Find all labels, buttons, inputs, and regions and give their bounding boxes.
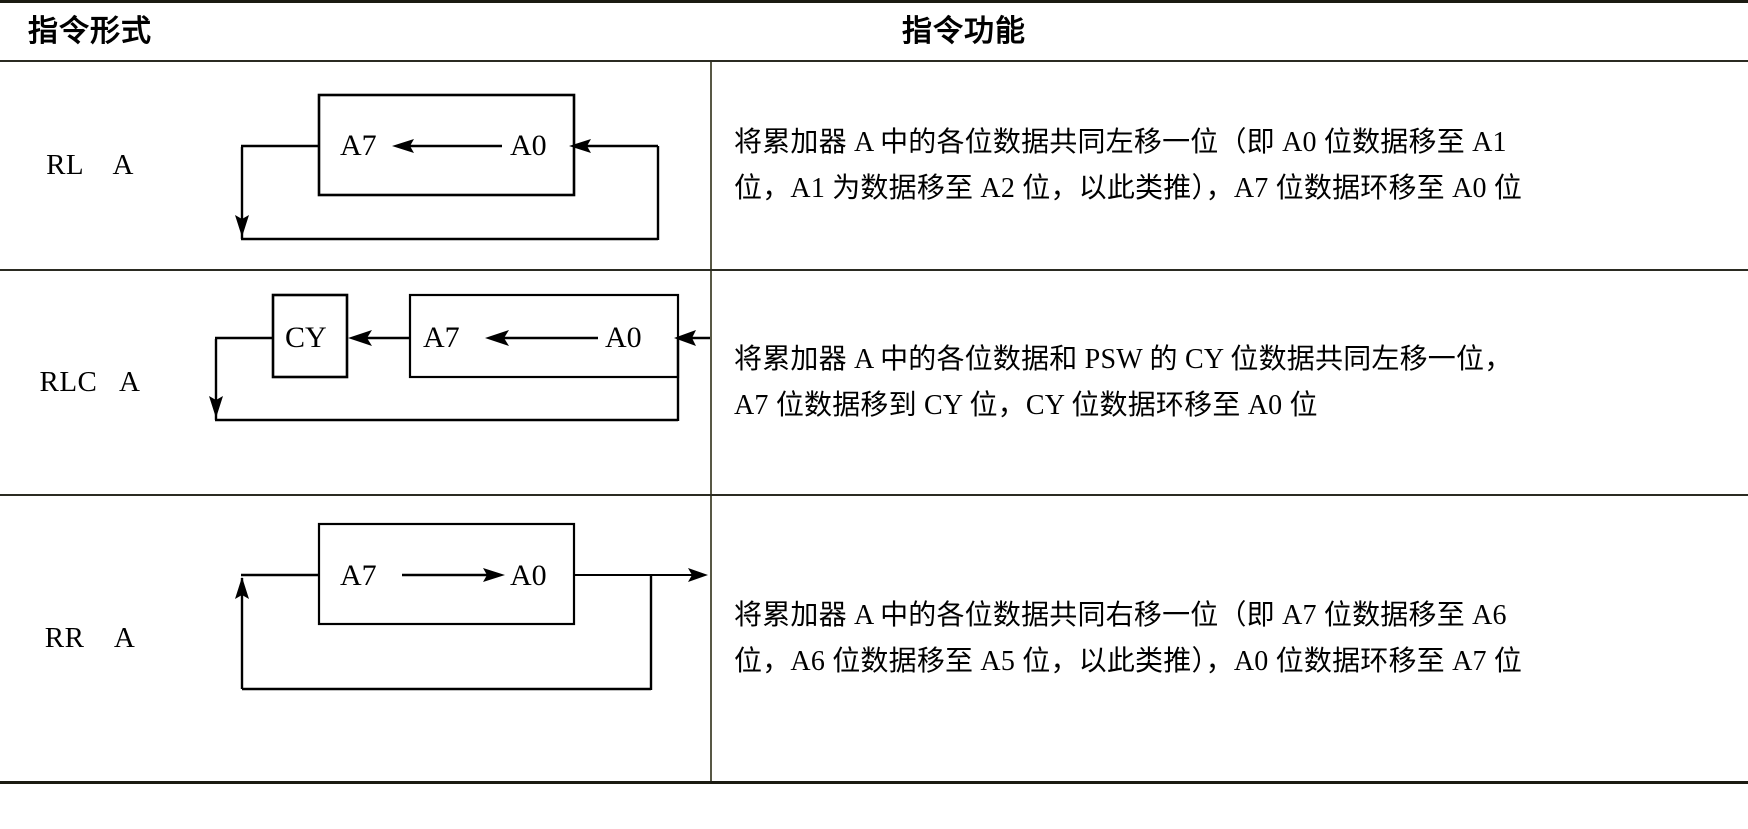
loop-arrowhead-up — [235, 577, 249, 599]
carry-box — [271, 293, 349, 379]
table-body: RL A A7 A0 — [0, 61, 1748, 783]
function-cell-rl: A7 A0 — [180, 61, 1748, 270]
description-line: 将累加器 A 中的各位数据和 PSW 的 CY 位数据共同左移一位， — [734, 344, 1513, 376]
function-cell-rr: A7 A0 — [180, 495, 1748, 783]
carry-out-arrowhead — [688, 568, 708, 582]
carry-in-arrowhead — [674, 330, 696, 346]
header-row: 指令形式 指令功能 — [0, 1, 1748, 62]
function-cell-rlc: CY A7 A0 — [180, 270, 1748, 495]
rotate-right-diagram: A7 A0 — [235, 522, 708, 691]
description-line: 将累加器 A 中的各位数据共同左移一位（即 A0 位数据移至 A1 — [734, 127, 1507, 159]
rotate-left-carry-diagram: CY A7 A0 — [209, 293, 710, 422]
label-a0: A0 — [510, 129, 547, 162]
rotate-left-diagram: A7 A0 — [235, 93, 660, 241]
header-instruction-function: 指令功能 — [902, 15, 1026, 48]
label-a7: A7 — [340, 129, 377, 162]
inner-shift-arrowhead — [392, 139, 414, 153]
header-instruction-form: 指令形式 — [28, 15, 152, 48]
inner-shift-arrowhead — [485, 330, 509, 346]
diagram-rlc-a: CY A7 A0 — [180, 271, 710, 494]
diagram-rl-a: A7 A0 — [180, 62, 710, 269]
label-cy: CY — [285, 321, 327, 354]
table-row: RL A A7 A0 — [0, 61, 1748, 270]
loop-arrowhead-down — [209, 396, 223, 418]
a7-to-cy-arrowhead — [348, 330, 372, 346]
label-a7: A7 — [423, 321, 460, 354]
description-rlc-a: 将累加器 A 中的各位数据和 PSW 的 CY 位数据共同左移一位， A7 位数… — [710, 271, 1748, 494]
description-rr-a: 将累加器 A 中的各位数据共同右移一位（即 A7 位数据移至 A6 位，A6 位… — [710, 496, 1748, 781]
label-a0: A0 — [510, 559, 547, 592]
accumulator-box — [408, 293, 680, 379]
instruction-form-rl: RL A — [46, 149, 134, 181]
table-row: RLC A CY A7 A0 — [0, 270, 1748, 495]
label-a0: A0 — [605, 321, 642, 354]
instruction-table: 指令形式 指令功能 RL A A7 — [0, 1, 1748, 783]
description-line: 将累加器 A 中的各位数据共同右移一位（即 A7 位数据移至 A6 — [734, 600, 1507, 632]
instruction-form-rlc: RLC A — [39, 366, 141, 398]
carry-in-arrowhead — [569, 139, 591, 153]
description-line: A7 位数据移到 CY 位，CY 位数据环移至 A0 位 — [734, 389, 1318, 421]
description-line: 位，A6 位数据移至 A5 位，以此类推），A0 位数据环移至 A7 位 — [734, 645, 1523, 677]
label-a7: A7 — [340, 559, 377, 592]
loop-arrowhead-down — [235, 215, 249, 237]
description-line: 位，A1 为数据移至 A2 位，以此类推），A7 位数据环移至 A0 位 — [734, 172, 1523, 204]
diagram-rr-a: A7 A0 — [180, 496, 710, 781]
description-rl-a: 将累加器 A 中的各位数据共同左移一位（即 A0 位数据移至 A1 位，A1 为… — [710, 62, 1748, 269]
instruction-form-rr: RR A — [44, 622, 136, 654]
inner-shift-arrowhead — [483, 568, 505, 582]
table-header: 指令形式 指令功能 — [0, 1, 1748, 62]
table-row: RR A A7 A0 — [0, 495, 1748, 783]
